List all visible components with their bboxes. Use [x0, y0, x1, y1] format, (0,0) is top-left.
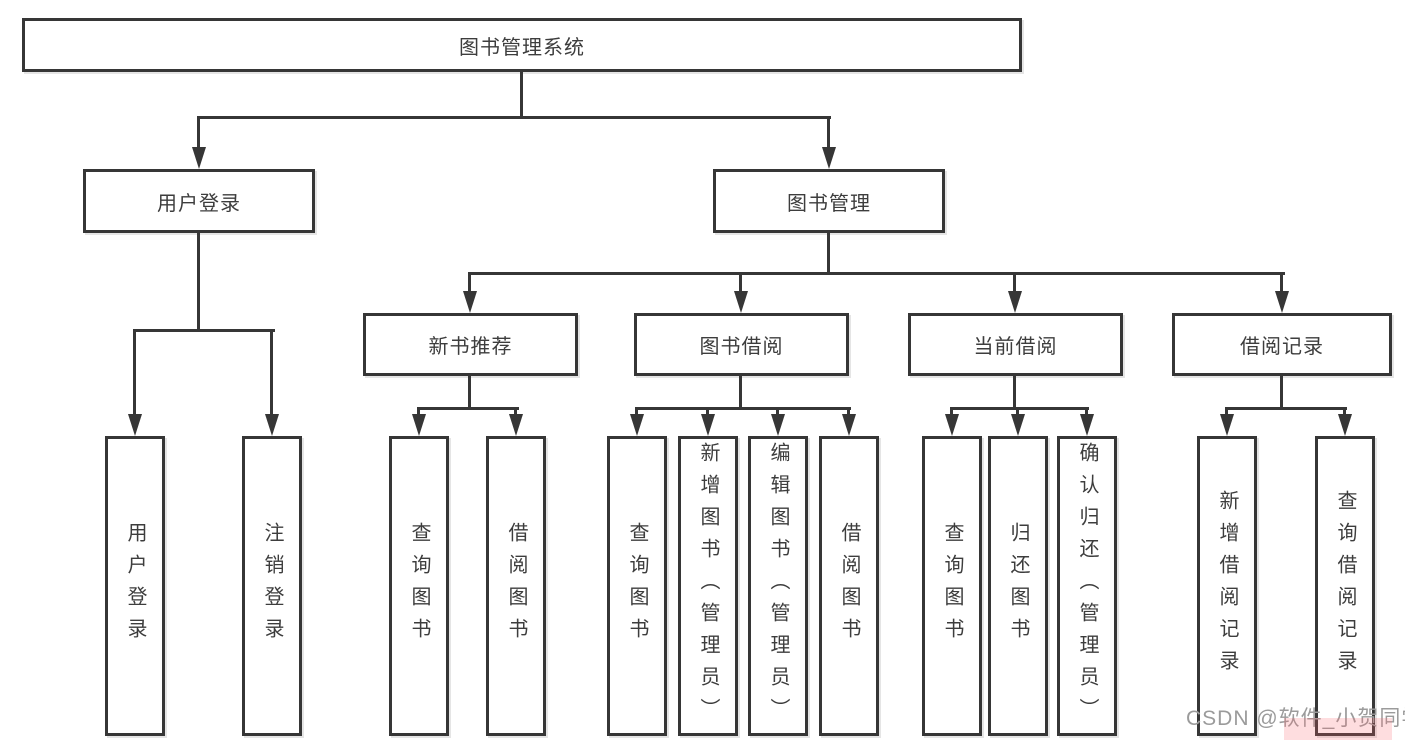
- arrow-down-icon: [771, 414, 785, 436]
- leaf-borrow-books-recommend: 借阅图书: [486, 436, 546, 736]
- arrow-down-icon: [1011, 414, 1025, 436]
- node-user-login: 用户登录: [83, 169, 315, 233]
- node-library-system: 图书管理系统: [22, 18, 1022, 72]
- leaf-label: 查询图书: [941, 522, 963, 650]
- leaf-confirm-return-admin: 确认归还（管理员）: [1057, 436, 1117, 736]
- connector-stem: [133, 332, 136, 416]
- connector-stem: [468, 275, 471, 293]
- connector-stem: [827, 119, 830, 149]
- leaf-borrow-books-borrowing: 借阅图书: [819, 436, 879, 736]
- arrow-down-icon: [842, 414, 856, 436]
- csdn-watermark: CSDN @软件_小贺同学: [1186, 707, 1405, 730]
- connector-stem: [1280, 376, 1283, 410]
- leaf-edit-book-admin: 编辑图书（管理员）: [748, 436, 808, 736]
- arrow-down-icon: [412, 414, 426, 436]
- leaf-add-borrow-record: 新增借阅记录: [1197, 436, 1257, 736]
- node-borrow-records: 借阅记录: [1172, 313, 1392, 376]
- leaf-label: 注销登录: [261, 522, 283, 650]
- leaf-label: 借阅图书: [505, 522, 527, 650]
- leaf-label: 新增借阅记录: [1216, 490, 1238, 682]
- node-book-management: 图书管理: [713, 169, 945, 233]
- arrow-down-icon: [509, 414, 523, 436]
- node-new-book-recommend: 新书推荐: [363, 313, 578, 376]
- connector-stem: [1013, 275, 1016, 293]
- connector-stem: [1280, 275, 1283, 293]
- arrow-down-icon: [1275, 291, 1289, 313]
- leaf-label: 借阅图书: [838, 522, 860, 650]
- arrow-down-icon: [192, 147, 206, 169]
- connector-stem: [739, 275, 742, 293]
- connector-stem: [1013, 376, 1016, 410]
- leaf-label: 确认归还（管理员）: [1076, 442, 1098, 730]
- connector-stem: [468, 376, 471, 410]
- connector-stem: [197, 119, 200, 149]
- arrow-down-icon: [128, 414, 142, 436]
- leaf-label: 查询图书: [626, 522, 648, 650]
- leaf-label: 编辑图书（管理员）: [767, 442, 789, 730]
- leaf-query-books-recommend: 查询图书: [389, 436, 449, 736]
- connector-rail: [1225, 407, 1347, 410]
- connector-rail: [468, 272, 1285, 275]
- leaf-label: 查询借阅记录: [1334, 490, 1356, 682]
- leaf-label: 新增图书（管理员）: [697, 442, 719, 730]
- arrow-down-icon: [734, 291, 748, 313]
- connector-rail: [417, 407, 519, 410]
- leaf-return-books: 归还图书: [988, 436, 1048, 736]
- leaf-add-book-admin: 新增图书（管理员）: [678, 436, 738, 736]
- leaf-user-login: 用户登录: [105, 436, 165, 736]
- arrow-down-icon: [1338, 414, 1352, 436]
- connector-root-stem: [520, 72, 523, 118]
- connector-stem: [270, 332, 273, 416]
- connector-rail: [133, 329, 275, 332]
- leaf-query-books-borrowing: 查询图书: [607, 436, 667, 736]
- node-current-borrowing: 当前借阅: [908, 313, 1123, 376]
- arrow-down-icon: [265, 414, 279, 436]
- arrow-down-icon: [1008, 291, 1022, 313]
- arrow-down-icon: [463, 291, 477, 313]
- leaf-query-books-current: 查询图书: [922, 436, 982, 736]
- connector-stem: [827, 233, 830, 275]
- connector-rail: [950, 407, 1089, 410]
- connector-stem: [739, 376, 742, 410]
- arrow-down-icon: [945, 414, 959, 436]
- arrow-down-icon: [1080, 414, 1094, 436]
- leaf-logout: 注销登录: [242, 436, 302, 736]
- node-book-borrowing: 图书借阅: [634, 313, 849, 376]
- leaf-query-borrow-record: 查询借阅记录: [1315, 436, 1375, 736]
- arrow-down-icon: [822, 147, 836, 169]
- arrow-down-icon: [1220, 414, 1234, 436]
- arrow-down-icon: [701, 414, 715, 436]
- leaf-label: 查询图书: [408, 522, 430, 650]
- connector-root-rail: [197, 116, 831, 119]
- connector-rail: [635, 407, 851, 410]
- leaf-label: 用户登录: [124, 522, 146, 650]
- arrow-down-icon: [630, 414, 644, 436]
- connector-stem: [197, 233, 200, 332]
- leaf-label: 归还图书: [1007, 522, 1029, 650]
